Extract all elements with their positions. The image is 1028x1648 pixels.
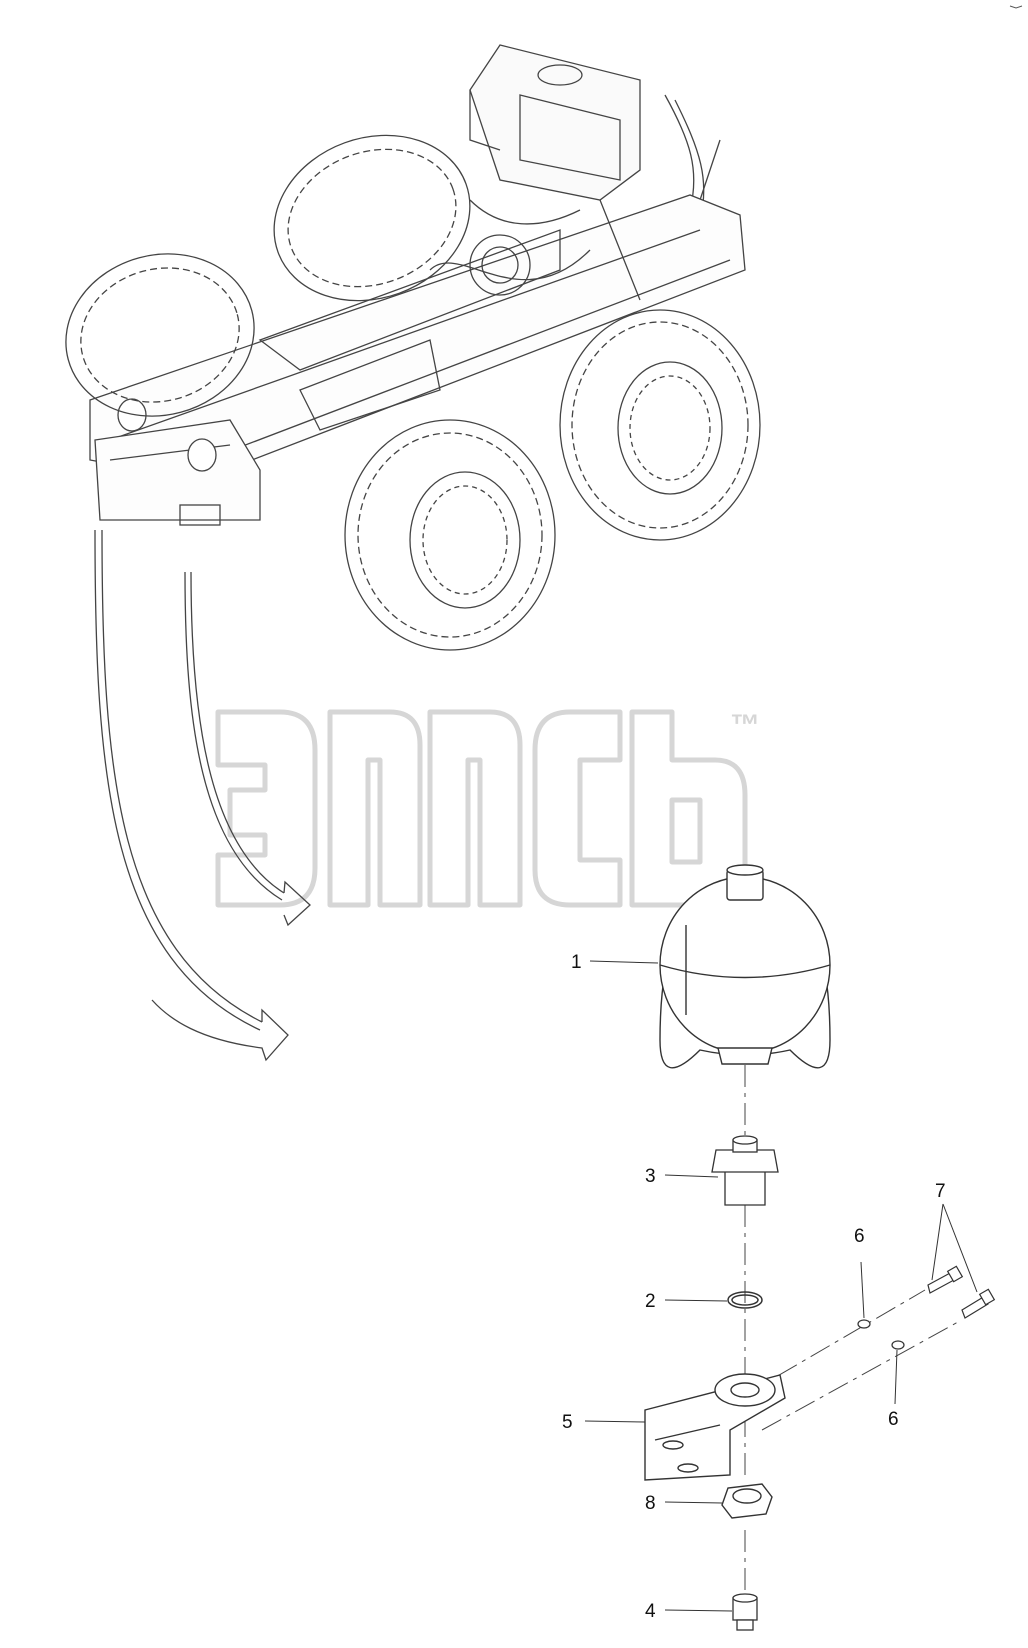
assembly-center-lines bbox=[744, 1065, 959, 1592]
callout-4: 4 bbox=[645, 1601, 656, 1622]
callout-5: 5 bbox=[562, 1412, 573, 1433]
callout-3: 3 bbox=[645, 1166, 656, 1187]
callout-8: 8 bbox=[645, 1493, 656, 1514]
tire-rear-left bbox=[273, 134, 471, 302]
washer-part-lower bbox=[891, 1340, 905, 1350]
washer-part-upper bbox=[857, 1319, 871, 1329]
small-fitting-part bbox=[732, 1593, 758, 1631]
leader-arrow-outer bbox=[94, 529, 289, 1062]
bracket-part bbox=[644, 1373, 786, 1481]
fitting-part bbox=[711, 1135, 779, 1206]
watermark-trademark-symbol: ™ bbox=[730, 709, 760, 742]
callout-2: 2 bbox=[645, 1291, 656, 1312]
bolt-part-upper bbox=[927, 1265, 964, 1294]
callout-6-lower: 6 bbox=[888, 1409, 899, 1430]
callout-1: 1 bbox=[571, 952, 582, 973]
leader-arrow-inner bbox=[184, 571, 311, 927]
tire-rear-right bbox=[559, 309, 761, 541]
vehicle-chassis-illustration bbox=[89, 44, 746, 526]
callout-6-upper: 6 bbox=[854, 1226, 865, 1247]
callout-leaders bbox=[584, 960, 978, 1612]
o-ring-part bbox=[727, 1291, 763, 1309]
callout-7: 7 bbox=[935, 1181, 946, 1202]
watermark-logo bbox=[215, 709, 748, 908]
bolt-part-lower bbox=[961, 1288, 996, 1319]
accumulator-part bbox=[659, 864, 831, 1069]
nut-part bbox=[721, 1483, 773, 1519]
corner-mark bbox=[1009, 5, 1023, 9]
tire-front-left bbox=[65, 253, 255, 417]
tire-front-right bbox=[344, 419, 556, 651]
